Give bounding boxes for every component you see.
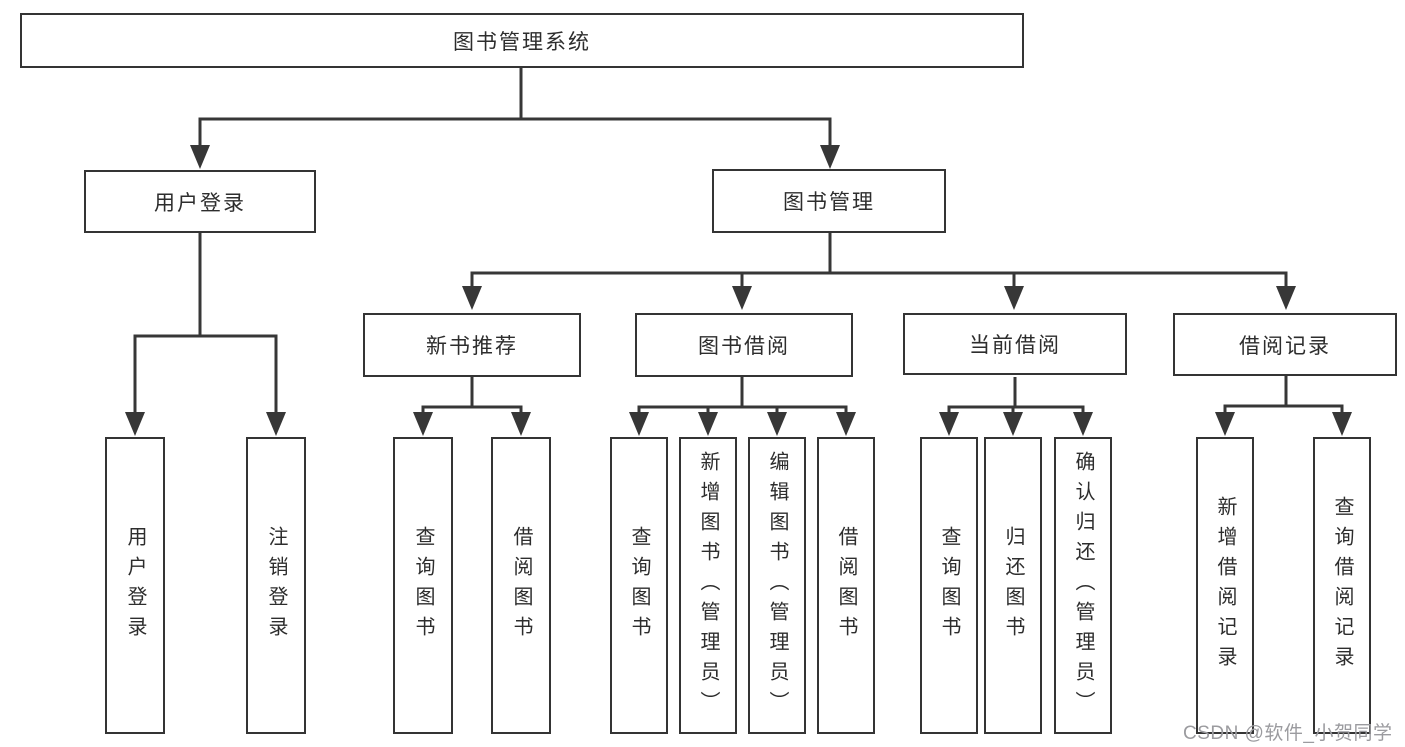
leaf-add-books-admin: 新增图书（管理员） (679, 437, 737, 734)
arrowhead-down-icon (939, 412, 959, 436)
leaf-add-borrow-record: 新增借阅记录 (1196, 437, 1254, 734)
csdn-watermark: CSDN @软件_小贺同学 (1183, 723, 1393, 744)
arrowhead-down-icon (698, 412, 718, 436)
node-root: 图书管理系统 (20, 13, 1024, 68)
node-new-book-recommendation-label: 新书推荐 (426, 335, 518, 358)
leaf-query-books-borrowing: 查询图书 (610, 437, 668, 734)
leaf-borrow-books: 借阅图书 (817, 437, 875, 734)
leaf-borrow-books-recommend-label: 借阅图书 (510, 525, 532, 646)
leaf-edit-books-admin-label: 编辑图书（管理员） (766, 450, 788, 721)
leaf-query-borrow-record: 查询借阅记录 (1313, 437, 1371, 734)
node-new-book-recommendation: 新书推荐 (363, 313, 581, 377)
arrowhead-down-icon (836, 412, 856, 436)
connector-current-borrowing-to-leaves (939, 377, 1093, 436)
node-book-borrowing: 图书借阅 (635, 313, 853, 377)
leaf-query-books-current: 查询图书 (920, 437, 978, 734)
arrowhead-down-icon (266, 412, 286, 436)
arrowhead-down-icon (1276, 286, 1296, 310)
leaf-return-books-label: 归还图书 (1002, 525, 1024, 646)
connector-line (198, 117, 832, 150)
arrowhead-down-icon (1073, 412, 1093, 436)
arrowhead-down-icon (1332, 412, 1352, 436)
leaf-edit-books-admin: 编辑图书（管理员） (748, 437, 806, 734)
connector-user-login-to-leaves (125, 233, 286, 436)
connector-line (421, 405, 523, 415)
connector-line (470, 271, 1288, 290)
node-borrowing-records: 借阅记录 (1173, 313, 1397, 376)
leaf-user-login-label: 用户登录 (124, 525, 146, 646)
node-book-management-label: 图书管理 (783, 191, 875, 214)
leaf-borrow-books-label: 借阅图书 (835, 525, 857, 646)
leaf-confirm-return-admin: 确认归还（管理员） (1054, 437, 1112, 734)
connector-book-management-to-level3 (462, 233, 1296, 310)
connector-new-book-recommendation-to-leaves (413, 377, 531, 436)
arrowhead-down-icon (767, 412, 787, 436)
leaf-return-books: 归还图书 (984, 437, 1042, 734)
arrowhead-down-icon (1004, 286, 1024, 310)
connector-book-borrowing-to-leaves (629, 377, 856, 436)
leaf-query-books-borrowing-label: 查询图书 (628, 525, 650, 646)
arrowhead-down-icon (1003, 412, 1023, 436)
arrowhead-down-icon (462, 286, 482, 310)
arrowhead-down-icon (413, 412, 433, 436)
arrowhead-down-icon (511, 412, 531, 436)
connector-line (1223, 404, 1344, 415)
leaf-confirm-return-admin-label: 确认归还（管理员） (1072, 450, 1094, 721)
node-borrowing-records-label: 借阅记录 (1239, 334, 1331, 358)
arrowhead-down-icon (629, 412, 649, 436)
leaf-add-borrow-record-label: 新增借阅记录 (1214, 495, 1236, 676)
node-book-management: 图书管理 (712, 169, 946, 233)
node-user-login: 用户登录 (84, 170, 316, 233)
arrowhead-down-icon (125, 412, 145, 436)
leaf-logout-login-label: 注销登录 (265, 525, 287, 646)
connector-root-to-level2 (190, 68, 840, 169)
arrowhead-down-icon (190, 145, 210, 169)
node-user-login-label: 用户登录 (154, 191, 246, 215)
connector-borrowing-records-to-leaves (1215, 375, 1352, 436)
leaf-borrow-books-recommend: 借阅图书 (491, 437, 551, 734)
connector-line (133, 334, 278, 415)
leaf-logout-login: 注销登录 (246, 437, 306, 734)
leaf-query-books-recommend: 查询图书 (393, 437, 453, 734)
connector-line (947, 405, 1085, 415)
node-current-borrowing-label: 当前借阅 (969, 334, 1061, 357)
leaf-query-books-recommend-label: 查询图书 (412, 525, 434, 646)
leaf-add-books-admin-label: 新增图书（管理员） (697, 450, 719, 721)
arrowhead-down-icon (732, 286, 752, 310)
node-book-borrowing-label: 图书借阅 (698, 335, 790, 358)
leaf-query-borrow-record-label: 查询借阅记录 (1331, 495, 1353, 676)
connector-line (740, 273, 1016, 290)
node-root-label: 图书管理系统 (453, 30, 591, 54)
leaf-user-login: 用户登录 (105, 437, 165, 734)
node-current-borrowing: 当前借阅 (903, 313, 1127, 375)
arrowhead-down-icon (1215, 412, 1235, 436)
leaf-query-books-current-label: 查询图书 (938, 525, 960, 646)
arrowhead-down-icon (820, 145, 840, 169)
connector-line (637, 405, 848, 415)
